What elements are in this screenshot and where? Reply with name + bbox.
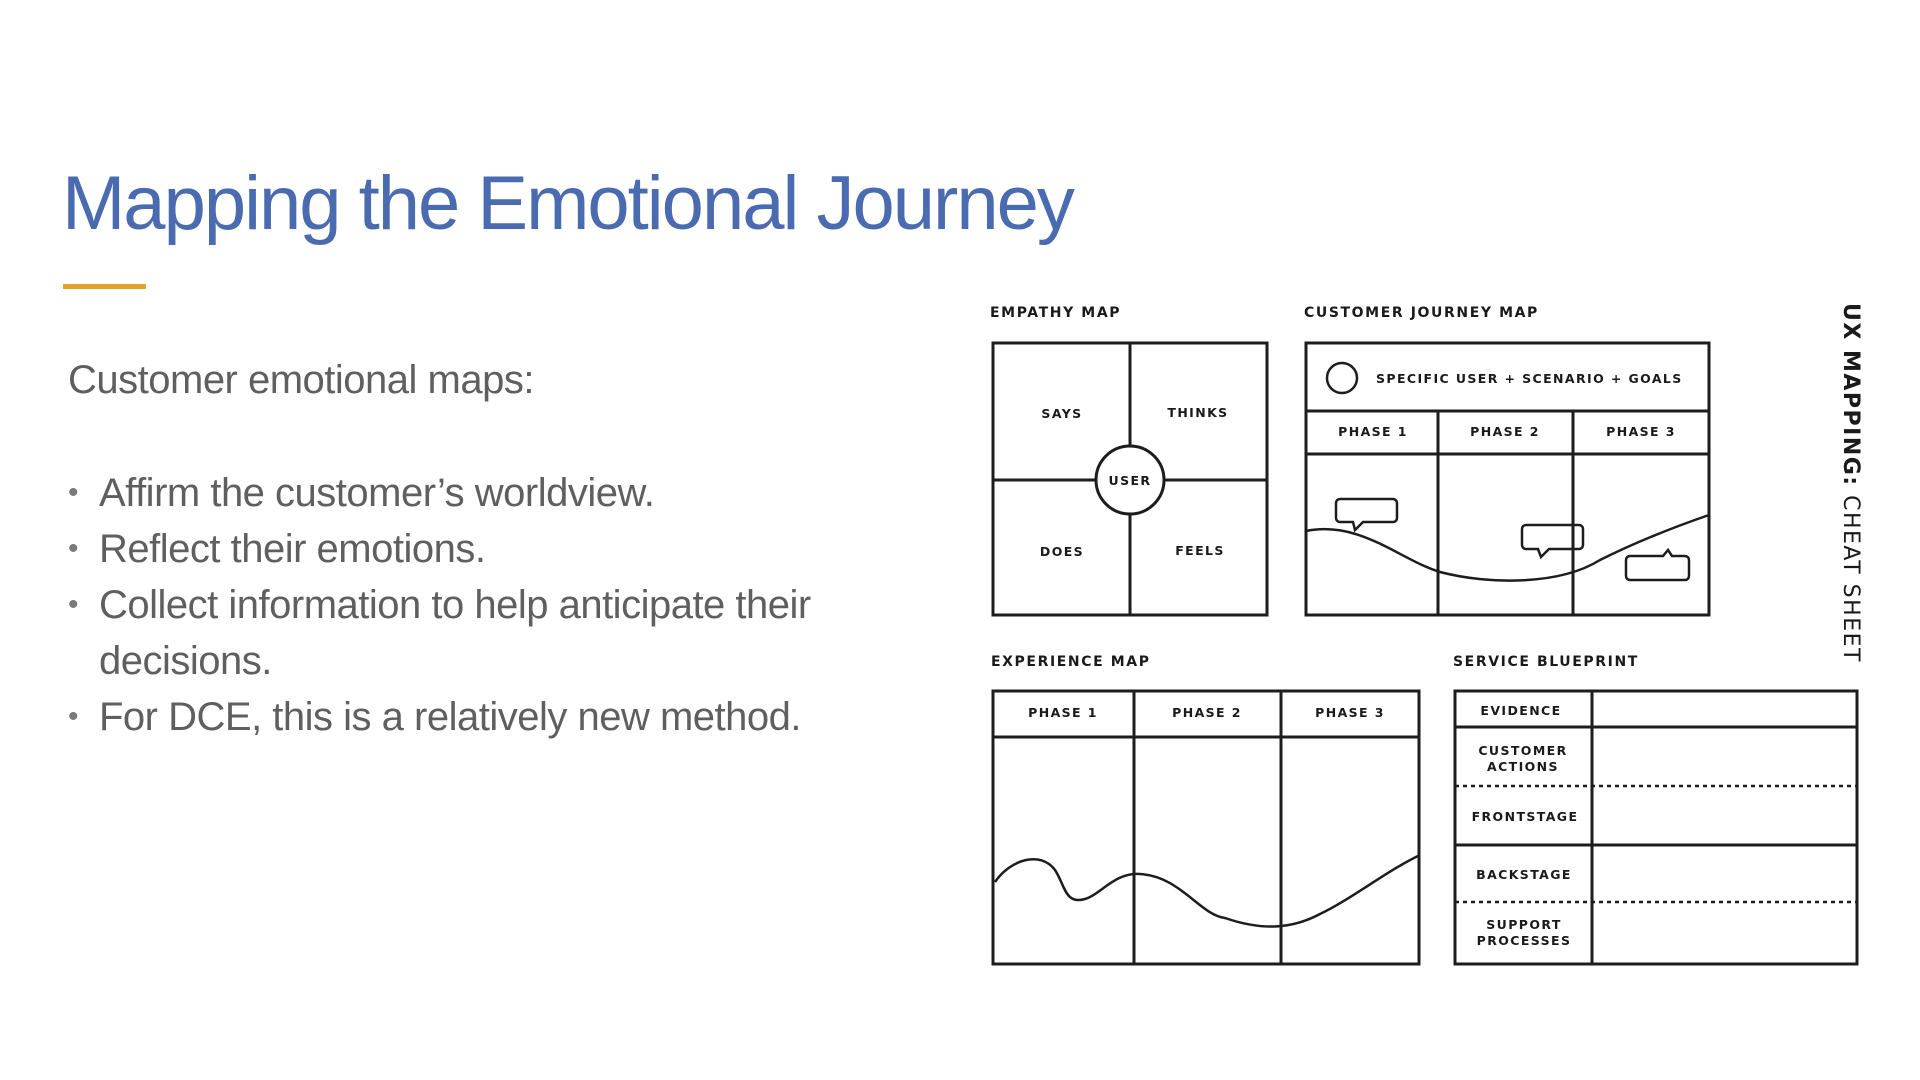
journey-phase-2: PHASE 2 [1470, 424, 1540, 439]
experience-phase-1: PHASE 1 [1028, 705, 1098, 720]
empathy-map: EMPATHY MAP USER SAYS THINKS DOES FEELS [990, 305, 1269, 617]
slide-title: Mapping the Emotional Journey [62, 161, 1075, 246]
bullet-item: •Reflect their emotions. [68, 521, 888, 577]
journey-phase-3: PHASE 3 [1606, 424, 1676, 439]
experience-map-frame [991, 689, 1421, 966]
experience-phase-2: PHASE 2 [1172, 705, 1242, 720]
blueprint-customer-line1: CUSTOMER [1478, 743, 1567, 758]
cheat-sheet-side-title: UX MAPPING: CHEAT SHEET [1838, 303, 1863, 663]
bullet-dot-icon: • [68, 700, 79, 733]
bullet-item: •Collect information to help anticipate … [68, 577, 888, 689]
journey-map-frame [1304, 341, 1711, 617]
blueprint-support-line1: SUPPORT [1486, 917, 1562, 932]
experience-map: EXPERIENCE MAP PHASE 1 PHASE 2 PHASE 3 [991, 654, 1421, 966]
blueprint-evidence: EVIDENCE [1480, 703, 1561, 718]
speech-bubble-icon [1624, 547, 1691, 582]
bullet-list: •Affirm the customer’s worldview. •Refle… [68, 465, 888, 745]
empathy-center-label: USER [1109, 473, 1152, 488]
bullet-item: •Affirm the customer’s worldview. [68, 465, 888, 521]
empathy-map-heading: EMPATHY MAP [990, 305, 1121, 321]
bullet-dot-icon: • [68, 532, 79, 565]
blueprint-support-line2: PROCESSES [1477, 933, 1572, 948]
blueprint-frontstage: FRONTSTAGE [1472, 809, 1579, 824]
intro-text: Customer emotional maps: [68, 358, 534, 402]
empathy-does-label: DOES [1040, 544, 1084, 559]
journey-phase-1: PHASE 1 [1338, 424, 1408, 439]
blueprint-customer-line2: ACTIONS [1487, 759, 1559, 774]
user-avatar-icon [1325, 361, 1359, 395]
empathy-feels-label: FEELS [1175, 543, 1225, 558]
speech-bubble-icon [1520, 523, 1585, 560]
journey-emotion-curve [1305, 513, 1710, 582]
journey-map-heading: CUSTOMER JOURNEY MAP [1304, 305, 1539, 321]
bullet-dot-icon: • [68, 476, 79, 509]
bullet-item: •For DCE, this is a relatively new metho… [68, 689, 888, 745]
journey-header-label: SPECIFIC USER + SCENARIO + GOALS [1376, 371, 1683, 386]
empathy-says-label: SAYS [1041, 406, 1082, 421]
experience-phase-3: PHASE 3 [1315, 705, 1385, 720]
experience-map-heading: EXPERIENCE MAP [991, 654, 1151, 670]
bullet-dot-icon: • [68, 588, 79, 621]
empathy-thinks-label: THINKS [1167, 405, 1228, 420]
experience-emotion-curve [993, 854, 1419, 928]
blueprint-heading: SERVICE BLUEPRINT [1453, 654, 1639, 670]
customer-journey-map: CUSTOMER JOURNEY MAP SPECIFIC USER + SCE… [1304, 305, 1711, 617]
blueprint-backstage: BACKSTAGE [1476, 867, 1572, 882]
service-blueprint: SERVICE BLUEPRINT EVIDENCE CUSTOMER ACTI… [1453, 654, 1859, 966]
blueprint-frame [1453, 689, 1859, 966]
title-accent-bar [63, 284, 146, 289]
user-circle [1094, 444, 1166, 516]
speech-bubble-icon [1334, 497, 1399, 533]
